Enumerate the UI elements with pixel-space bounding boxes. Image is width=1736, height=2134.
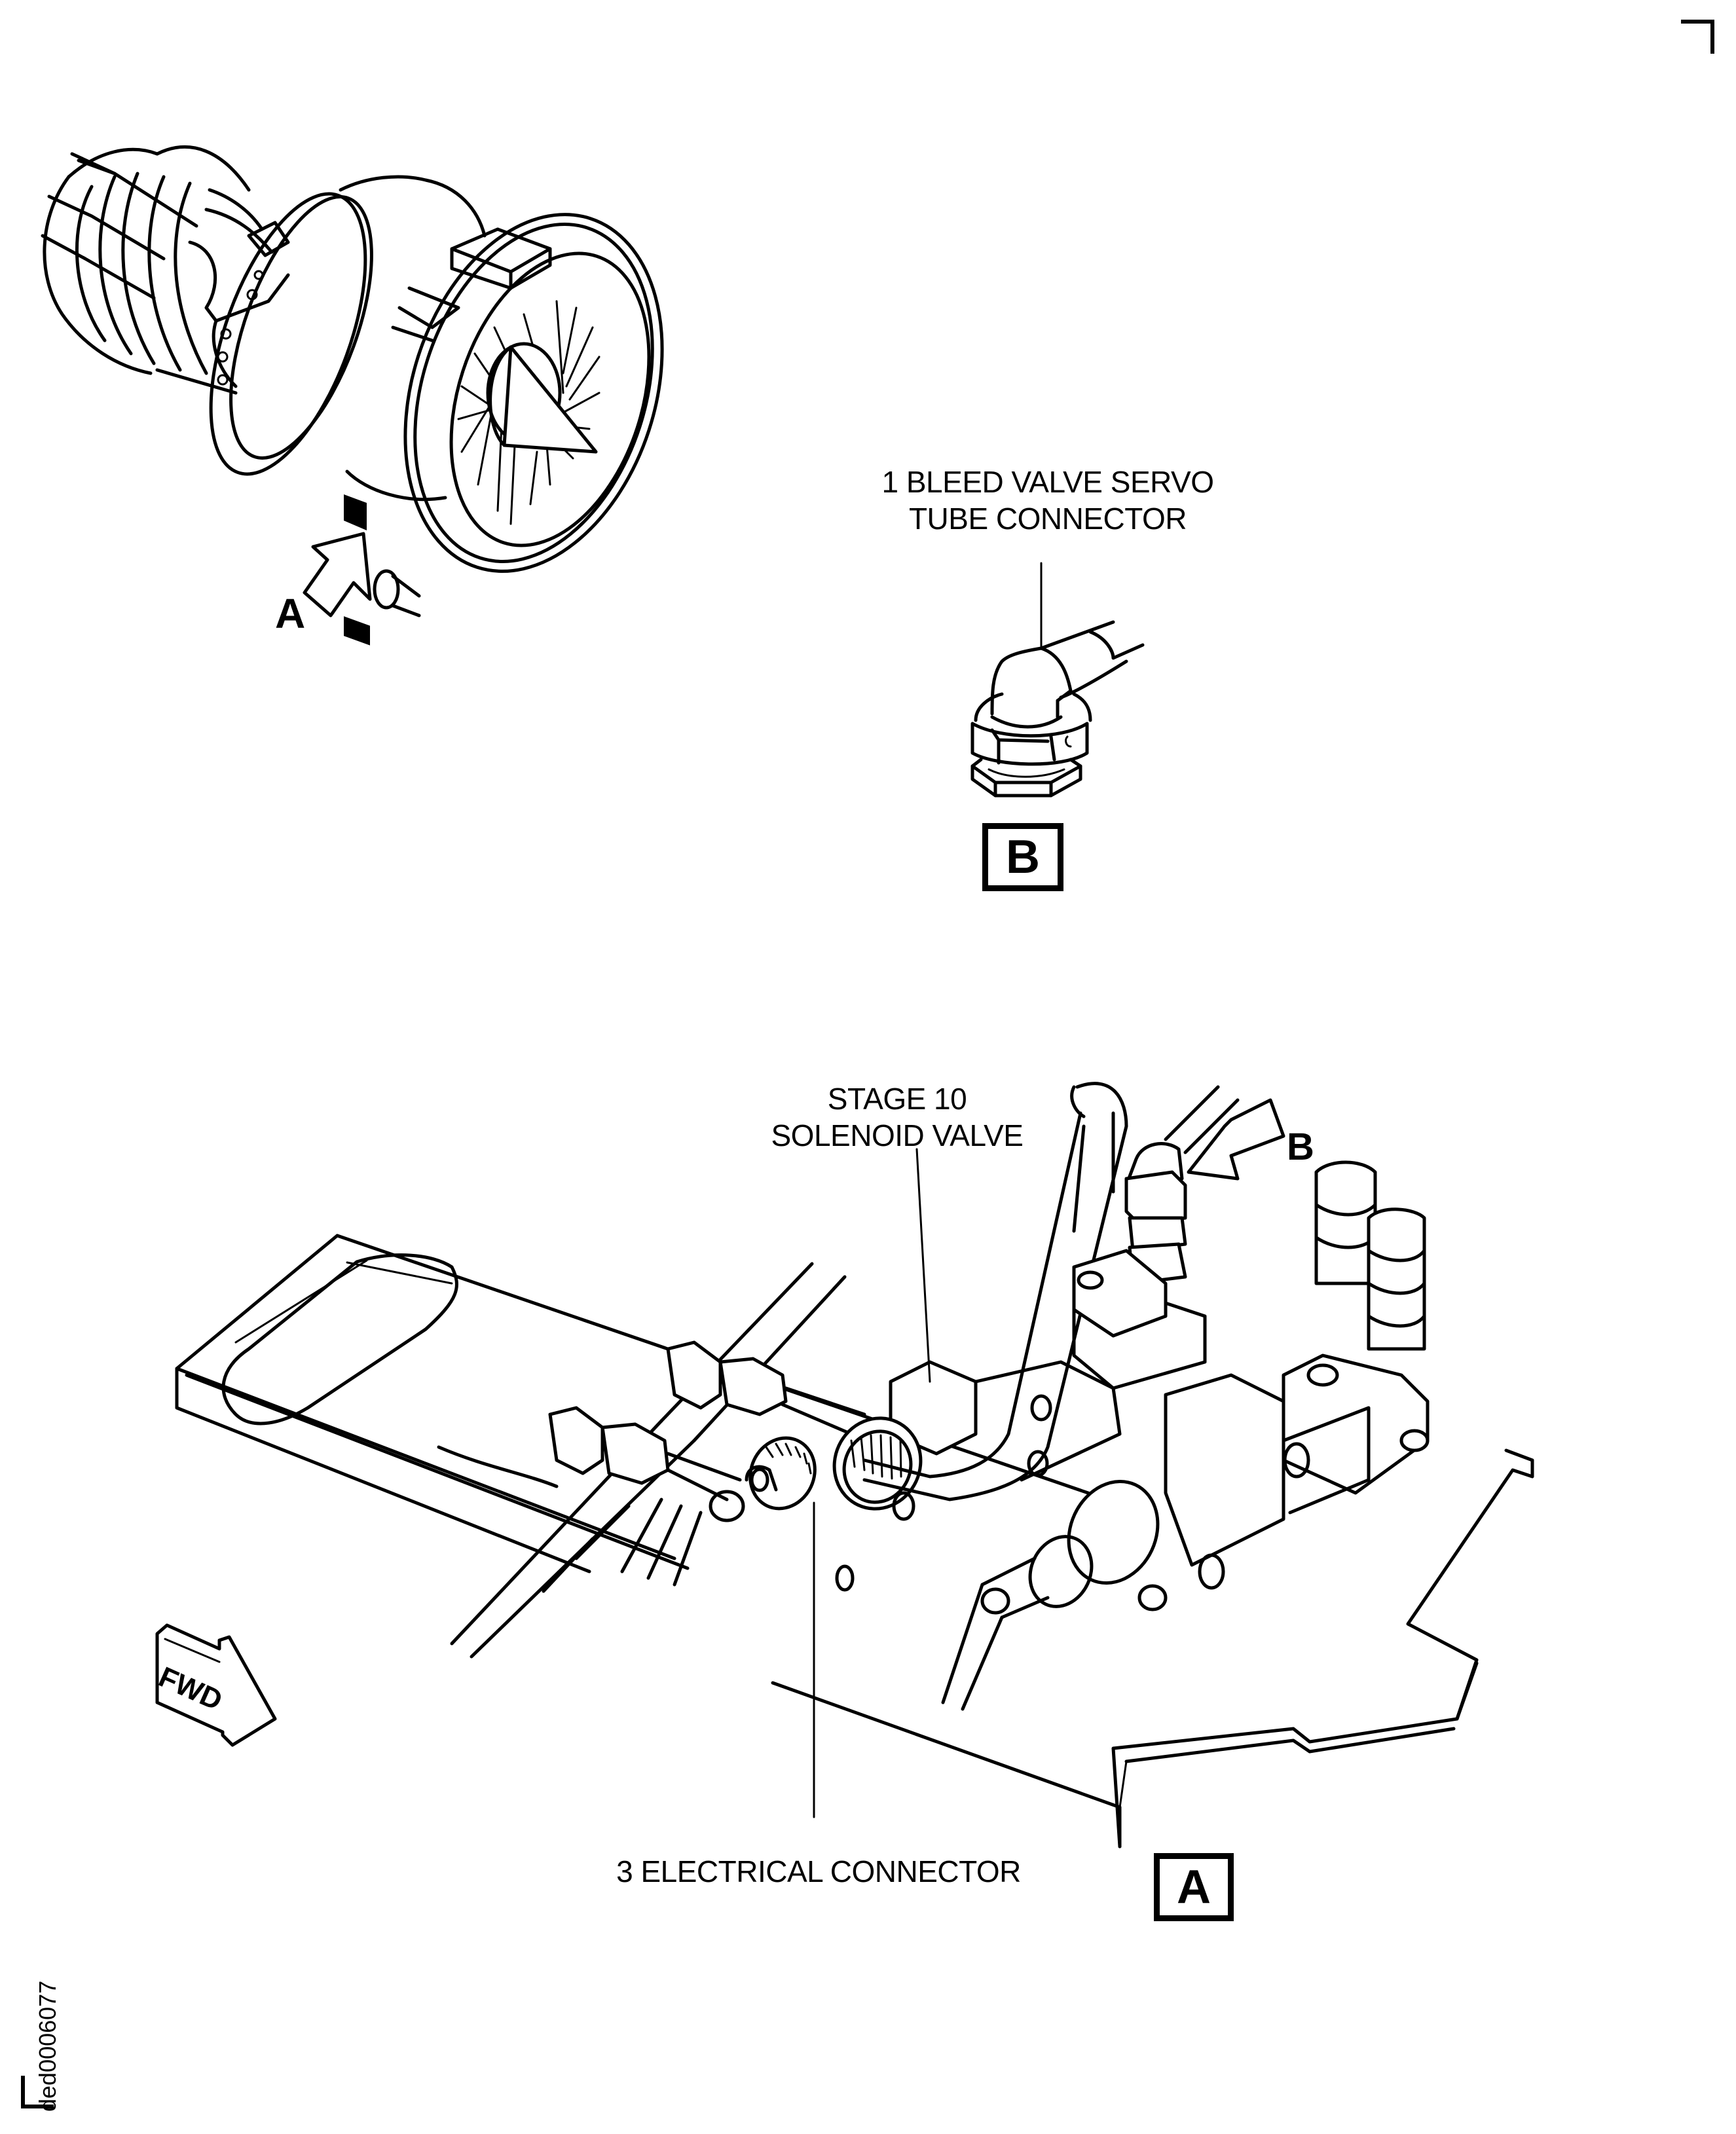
right-tube-fittings <box>1282 1160 1430 1495</box>
bottom-left-crop-mark <box>21 2076 54 2108</box>
engine-fan-case <box>209 175 664 646</box>
bolts <box>835 1394 1052 1592</box>
callout-arrow-a <box>303 532 372 617</box>
callout-arrow-b <box>1187 1098 1285 1181</box>
top-right-crop-mark <box>1681 20 1714 54</box>
stage-10-solenoid-valve-label: STAGE 10 SOLENOID VALVE <box>771 1082 1024 1152</box>
plate-oval-cutout <box>221 1253 458 1426</box>
bleed-valve-tube-connector <box>970 620 1145 798</box>
engine-core-rear <box>41 145 290 395</box>
bleed-valve-fitting-b <box>1072 1085 1240 1338</box>
electrical-connector-label: 3 ELECTRICAL CONNECTOR <box>616 1854 1021 1888</box>
electrical-connector-3 <box>745 1436 817 1511</box>
view-a-label-box: A <box>1154 1853 1234 1921</box>
detail-callout-b: B <box>1287 1126 1314 1168</box>
servo-tube <box>862 1082 1128 1501</box>
view-b-label-box: B <box>982 823 1063 891</box>
fwd-direction-arrow <box>155 1623 277 1747</box>
tubing-left <box>450 1262 866 1659</box>
overview-callout-a: A <box>275 590 306 637</box>
bleed-valve-servo-tube-connector-label: 1 BLEED VALVE SERVO TUBE CONNECTOR <box>881 465 1214 536</box>
actuator-body <box>941 1373 1371 1711</box>
solenoid-leader-line <box>915 1148 931 1383</box>
mounting-bracket-plate <box>175 1234 1534 1849</box>
spinner-cone <box>486 342 598 454</box>
